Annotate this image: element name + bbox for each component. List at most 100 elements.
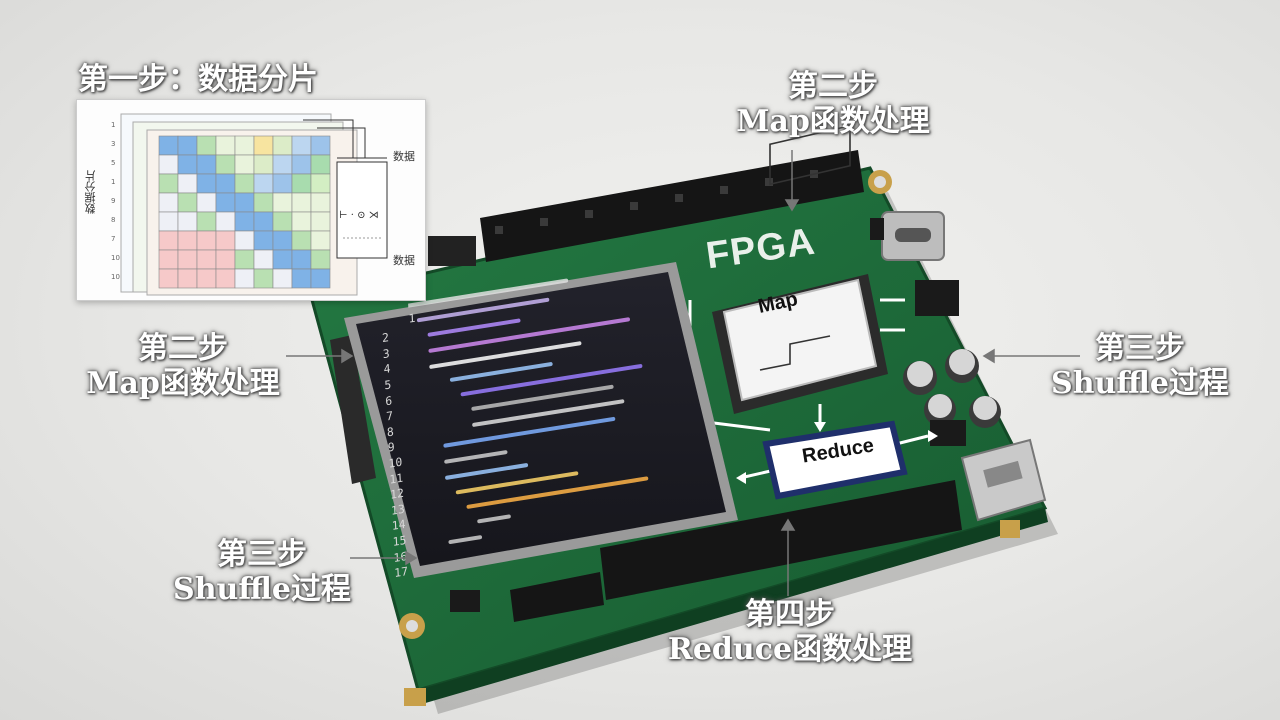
- label-step3-right-step: 第三步: [1095, 331, 1185, 366]
- label-step3-right: 第三步 Shuffle过程: [1030, 331, 1250, 401]
- grid-cell: [215, 211, 236, 232]
- grid-cell: [215, 230, 236, 251]
- grid-cell: [253, 230, 274, 251]
- grid-cell: [215, 173, 236, 194]
- grid-cell: [291, 211, 312, 232]
- grid-cell: [310, 268, 331, 289]
- grid-cell: [291, 135, 312, 156]
- grid-cell: [196, 211, 217, 232]
- grid-cell: [272, 230, 293, 251]
- grid-cell: [291, 192, 312, 213]
- grid-cell: [253, 268, 274, 289]
- grid-cell: [272, 268, 293, 289]
- grid-cell: [310, 230, 331, 251]
- grid-cell: [177, 268, 198, 289]
- grid-cell: [234, 211, 255, 232]
- grid-cell: [310, 211, 331, 232]
- grid-cell: [253, 249, 274, 270]
- label-step2-left-step: 第二步: [138, 331, 228, 366]
- grid-cell: [310, 173, 331, 194]
- grid-cell: [196, 192, 217, 213]
- grid-cell: [158, 154, 179, 175]
- svg-text:⊢ · ⊙ ⋊: ⊢ · ⊙ ⋊: [339, 210, 379, 221]
- grid-cell: [234, 154, 255, 175]
- grid-cell: [272, 173, 293, 194]
- grid-cell: [158, 192, 179, 213]
- grid-cell: [310, 154, 331, 175]
- grid-cell: [196, 173, 217, 194]
- grid-cell: [215, 135, 236, 156]
- grid-cell: [177, 211, 198, 232]
- grid-cell: [291, 173, 312, 194]
- step1-title: 第一步：数据分片: [78, 62, 318, 97]
- grid-cell: [310, 192, 331, 213]
- label-step2-left: 第二步 Map函数处理: [58, 331, 308, 401]
- grid-cell: [272, 192, 293, 213]
- label-step2-top-desc: Map函数处理: [736, 103, 930, 139]
- grid-cell: [177, 230, 198, 251]
- grid-cell: [158, 135, 179, 156]
- grid-cell: [253, 211, 274, 232]
- grid-cell: [272, 154, 293, 175]
- grid-cell: [177, 249, 198, 270]
- grid-cell: [253, 192, 274, 213]
- grid-cell: [234, 135, 255, 156]
- right-bottom-data-label: 数据: [393, 254, 415, 267]
- label-step4-bottom: 第四步 Reduce函数处理: [650, 597, 930, 667]
- grid-cell: [234, 230, 255, 251]
- screen-code-area: 1 2 3 4 5 6 7 8 9 10 11 12 13 14 15 16 1…: [380, 253, 689, 580]
- grid-cell: [196, 154, 217, 175]
- grid-cell: [272, 211, 293, 232]
- grid-cell: [291, 230, 312, 251]
- grid-cell: [272, 249, 293, 270]
- sharding-grid-diagram: ⊢ · ⊙ ⋊: [120, 113, 388, 296]
- label-step3-right-desc: Shuffle过程: [1051, 365, 1229, 401]
- right-top-data-label: 数据: [393, 150, 415, 163]
- grid-cell: [310, 135, 331, 156]
- grid-cell: [215, 268, 236, 289]
- grid-cell: [158, 268, 179, 289]
- grid-cell: [234, 192, 255, 213]
- label-step4-bottom-step: 第四步: [745, 597, 835, 632]
- grid-cell: [291, 154, 312, 175]
- reduce-chip: [762, 420, 908, 500]
- grid-cell: [158, 230, 179, 251]
- screen-code-glyphs: [407, 278, 649, 544]
- grid-cell: [196, 268, 217, 289]
- label-step3-bottom-left: 第三步 Shuffle过程: [152, 537, 372, 607]
- grid-cell: [253, 154, 274, 175]
- grid-cell: [177, 154, 198, 175]
- grid-cell: [291, 268, 312, 289]
- grid-cell: [253, 135, 274, 156]
- label-step3-bottom-left-step: 第三步: [217, 537, 307, 572]
- label-step3-bottom-left-desc: Shuffle过程: [173, 571, 351, 607]
- grid-cell: [177, 192, 198, 213]
- grid-cell: [196, 135, 217, 156]
- label-step2-top: 第二步 Map函数处理: [718, 69, 948, 139]
- grid-cell: [215, 192, 236, 213]
- grid-cell: [158, 173, 179, 194]
- label-step2-left-desc: Map函数处理: [86, 365, 280, 401]
- grid-cell: [234, 249, 255, 270]
- grid-cell: [310, 249, 331, 270]
- grid-cell: [158, 249, 179, 270]
- grid-cell: [177, 173, 198, 194]
- label-step4-bottom-desc: Reduce函数处理: [667, 631, 913, 667]
- side-label-data-sharding: 数据分片: [84, 170, 97, 214]
- grid-cell: [215, 154, 236, 175]
- grid-cell: [291, 249, 312, 270]
- grid-cell: [177, 135, 198, 156]
- grid-cell: [196, 230, 217, 251]
- label-step2-top-step: 第二步: [788, 69, 878, 104]
- grid-cell: [253, 173, 274, 194]
- grid-cell: [234, 173, 255, 194]
- grid-cell: [272, 135, 293, 156]
- lcd-screen: [356, 272, 726, 566]
- grid-cell: [234, 268, 255, 289]
- grid-cell: [215, 249, 236, 270]
- grid-cell: [158, 211, 179, 232]
- grid-cell: [196, 249, 217, 270]
